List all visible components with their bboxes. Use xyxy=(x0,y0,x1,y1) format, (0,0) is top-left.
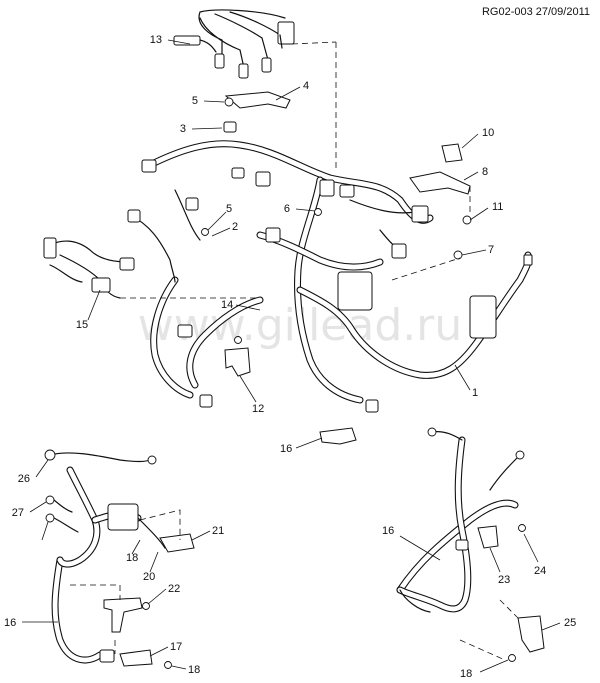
callout-15: 16 xyxy=(4,617,58,629)
sub-harness xyxy=(43,237,135,299)
callout-9: 8 xyxy=(463,166,488,181)
callout-5a: 5 xyxy=(192,95,225,107)
svg-text:16: 16 xyxy=(280,443,292,455)
svg-text:13: 13 xyxy=(150,34,162,46)
svg-text:26: 26 xyxy=(18,473,30,485)
bolt xyxy=(224,97,234,107)
callout-10: 10 xyxy=(461,127,494,149)
callout-20: 22 xyxy=(147,583,180,605)
svg-text:5: 5 xyxy=(192,95,198,107)
svg-text:3: 3 xyxy=(180,123,186,135)
guide-lines xyxy=(70,509,181,654)
callout-18a: 18 xyxy=(126,539,141,564)
guide-lines xyxy=(120,41,471,299)
harness-connectors xyxy=(127,159,533,413)
bracket xyxy=(409,171,471,195)
bracket xyxy=(441,143,463,163)
bracket xyxy=(119,649,153,667)
callout-23b: 24 xyxy=(523,533,546,577)
callout-23a: 23 xyxy=(489,547,510,586)
callout-6: 6 xyxy=(284,203,316,215)
svg-text:6: 6 xyxy=(284,203,290,215)
svg-text:22: 22 xyxy=(168,583,180,595)
callout-25: 26 xyxy=(18,459,49,485)
callout-13: 14 xyxy=(221,299,261,311)
callout-4: 3 xyxy=(180,123,223,135)
svg-text:10: 10 xyxy=(482,127,494,139)
svg-text:24: 24 xyxy=(534,565,546,577)
bracket xyxy=(224,347,251,377)
callout-16: 16 xyxy=(382,525,441,561)
bracket xyxy=(319,427,357,445)
bracket xyxy=(224,91,291,109)
svg-text:7: 7 xyxy=(488,244,494,256)
bolt xyxy=(234,336,242,344)
injector-harness xyxy=(173,9,295,79)
svg-text:18: 18 xyxy=(126,552,138,564)
bracket xyxy=(517,615,545,653)
svg-text:23: 23 xyxy=(498,574,510,586)
diagram-code: RG02-003 27/09/2011 xyxy=(481,6,590,18)
svg-text:8: 8 xyxy=(482,166,488,178)
callout-18b: 18 xyxy=(171,664,200,676)
battery-harness-left xyxy=(44,449,166,664)
bolt xyxy=(314,208,322,216)
svg-text:18: 18 xyxy=(460,668,472,680)
clip xyxy=(223,121,237,133)
callout-5b: 5 xyxy=(207,203,232,231)
bracket xyxy=(477,525,499,549)
bracket xyxy=(159,533,195,553)
callout-27 xyxy=(41,521,49,541)
bracket xyxy=(103,597,143,633)
bolt xyxy=(508,654,516,662)
callout-19: 20 xyxy=(143,551,159,583)
callout-labels: 13 4 5 3 10 8 11 6 5 2 7 15 14 1 12 16 2… xyxy=(4,34,576,680)
callout-24: 25 xyxy=(541,617,576,631)
svg-text:20: 20 xyxy=(143,571,155,583)
svg-text:27: 27 xyxy=(12,507,24,519)
callout-21: 21 xyxy=(191,525,224,541)
callout-2: 2 xyxy=(211,221,238,237)
svg-text:1: 1 xyxy=(472,387,478,399)
bolt xyxy=(462,215,472,225)
callout-22: 16 xyxy=(280,437,323,455)
svg-text:21: 21 xyxy=(212,525,224,537)
callout-17: 17 xyxy=(149,641,182,657)
svg-text:17: 17 xyxy=(170,641,182,653)
callout-26: 27 xyxy=(12,501,47,519)
callout-18c: 18 xyxy=(460,659,509,680)
callout-3: 4 xyxy=(275,80,309,101)
svg-text:16: 16 xyxy=(382,525,394,537)
callout-14: 15 xyxy=(76,289,101,331)
svg-text:15: 15 xyxy=(76,319,88,331)
svg-text:18: 18 xyxy=(188,664,200,676)
callout-8: 13 xyxy=(150,34,191,46)
callout-1: 1 xyxy=(454,364,478,399)
svg-text:4: 4 xyxy=(303,80,309,92)
svg-text:14: 14 xyxy=(221,299,233,311)
bolt xyxy=(201,228,209,236)
bolt xyxy=(142,602,150,610)
callout-12: 12 xyxy=(239,375,264,415)
guide-lines xyxy=(459,599,521,661)
battery-harness-right xyxy=(396,427,525,613)
callout-7: 7 xyxy=(461,244,494,256)
bolt xyxy=(518,524,526,532)
svg-text:12: 12 xyxy=(252,403,264,415)
bolt xyxy=(164,661,172,669)
svg-text:2: 2 xyxy=(232,221,238,233)
svg-text:16: 16 xyxy=(4,617,16,629)
bolt xyxy=(453,250,463,260)
svg-text:11: 11 xyxy=(492,201,503,213)
callout-11: 11 xyxy=(469,201,503,221)
svg-text:5: 5 xyxy=(226,203,232,215)
svg-text:25: 25 xyxy=(564,617,576,629)
